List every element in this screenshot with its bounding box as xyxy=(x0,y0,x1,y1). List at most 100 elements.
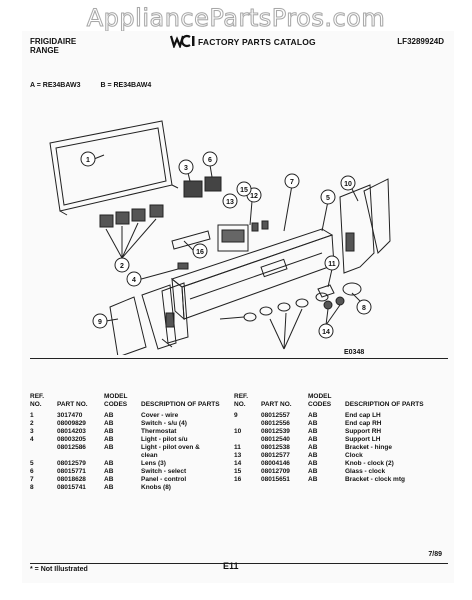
callout-3: 3 xyxy=(184,165,188,172)
divider-top xyxy=(30,358,448,359)
parts-table-right: REF. NO. PART NO. MODEL CODES DESCRIPTIO… xyxy=(234,393,427,484)
model-code-cell: AB xyxy=(308,452,318,459)
brand-block: FRIGIDAIRE RANGE xyxy=(30,37,76,55)
part-number-cell: 08012538 xyxy=(261,444,290,451)
ref-cell xyxy=(234,420,261,428)
diagram-callouts: 1 2 3 4 5 6 7 8 9 10 11 12 13 14 15 16 xyxy=(80,151,372,339)
part-number-cell: 08012579 xyxy=(57,460,86,467)
description-cell: Glass - clock xyxy=(345,468,386,475)
part-number-cell: 08012539 xyxy=(261,428,290,435)
model-code-cell: AB xyxy=(104,460,114,467)
wci-logo-icon xyxy=(170,34,195,48)
product-type: RANGE xyxy=(30,46,59,55)
ref-cell: 11 xyxy=(234,444,241,451)
description-cell: Cover - wire xyxy=(141,412,179,419)
ref-cell: 14 xyxy=(234,460,242,467)
parts-table-left: REF. NO. PART NO. MODEL CODES DESCRIPTIO… xyxy=(30,393,223,492)
end-cap-part xyxy=(109,296,147,355)
part-number-cell: 08004146 xyxy=(261,460,290,467)
header-model: MODEL CODES xyxy=(104,393,128,408)
ref-cell: 8 xyxy=(30,484,34,491)
table-row: clean xyxy=(30,452,223,460)
model-code-cell: AB xyxy=(308,420,318,427)
wire-cover-part xyxy=(49,120,179,216)
ref-cell: 16 xyxy=(234,476,242,483)
model-code-cell: AB xyxy=(104,420,114,427)
exploded-parts-diagram: 1 2 3 4 5 6 7 8 9 10 11 12 13 14 15 16 xyxy=(49,120,391,355)
ref-cell: 6 xyxy=(30,468,34,475)
table-row: 3 08014203 AB Thermostat xyxy=(30,428,223,436)
description-cell: Support RH xyxy=(345,428,382,435)
description-cell: Thermostat xyxy=(141,428,177,435)
callout-5: 5 xyxy=(326,195,330,202)
clock-knob-parts xyxy=(323,296,345,326)
description-cell: Lens (3) xyxy=(141,460,166,467)
header-ref: REF. NO. xyxy=(30,393,45,408)
knob-parts xyxy=(243,282,362,350)
ref-cell: 13 xyxy=(234,452,242,459)
description-cell: Panel - control xyxy=(141,476,187,483)
divider-bottom xyxy=(30,563,448,564)
ref-cell: 4 xyxy=(30,436,34,443)
ref-cell xyxy=(30,444,57,452)
page-number: E11 xyxy=(223,561,239,571)
description-cell: Knob - clock (2) xyxy=(345,460,394,467)
hinge-bracket-part xyxy=(345,232,355,252)
header-description: DESCRIPTION OF PARTS xyxy=(141,401,220,408)
part-number-cell: 08012709 xyxy=(261,468,290,475)
table-row: 6 08015771 AB Switch - select xyxy=(30,468,223,476)
catalog-title: FACTORY PARTS CATALOG xyxy=(198,37,316,47)
ref-cell: 3 xyxy=(30,428,34,435)
model-code-cell: AB xyxy=(308,436,318,443)
ref-cell: 15 xyxy=(234,468,242,475)
part-number-cell: 3017470 xyxy=(57,412,83,419)
diagram-code: E0348 xyxy=(344,349,365,356)
part-number-cell: 08009829 xyxy=(57,420,86,427)
description-cell: Switch - select xyxy=(141,468,187,475)
description-cell: Switch - s/u (4) xyxy=(141,420,187,427)
model-a: A = RE34BAW3 xyxy=(30,82,81,89)
ref-cell xyxy=(30,452,57,460)
description-cell: Support LH xyxy=(345,436,381,443)
clock-bracket-part xyxy=(171,230,211,250)
description-cell: End cap LH xyxy=(345,412,381,419)
model-code-cell: AB xyxy=(308,460,318,467)
ref-cell xyxy=(234,436,261,444)
model-code-cell: AB xyxy=(104,412,114,419)
callout-15: 15 xyxy=(240,187,248,194)
part-number-cell: 08015741 xyxy=(57,484,86,491)
header-part: PART NO. xyxy=(57,401,88,408)
description-cell: Bracket - clock mtg xyxy=(345,476,405,483)
ref-cell: 2 xyxy=(30,420,34,427)
part-number-cell: 08003205 xyxy=(57,436,86,443)
pilot-light-part xyxy=(177,262,189,270)
part-number-cell: 08014203 xyxy=(57,428,86,435)
model-code-cell: AB xyxy=(308,428,318,435)
callout-16: 16 xyxy=(196,249,204,256)
callout-9: 9 xyxy=(98,319,102,326)
model-code-cell: AB xyxy=(104,484,114,491)
part-number-cell: 08018628 xyxy=(57,476,86,483)
description-cell: Clock xyxy=(345,452,363,459)
model-code-cell: AB xyxy=(104,428,114,435)
model-b: B = RE34BAW4 xyxy=(100,82,152,89)
part-number-cell xyxy=(57,452,104,460)
part-number-cell: 08015771 xyxy=(57,468,86,475)
callout-4: 4 xyxy=(132,277,136,284)
ref-cell: 5 xyxy=(30,460,34,467)
table-row: 5 08012579 AB Lens (3) xyxy=(30,460,223,468)
model-code-cell: AB xyxy=(104,468,114,475)
model-code-cell: AB xyxy=(308,444,318,451)
